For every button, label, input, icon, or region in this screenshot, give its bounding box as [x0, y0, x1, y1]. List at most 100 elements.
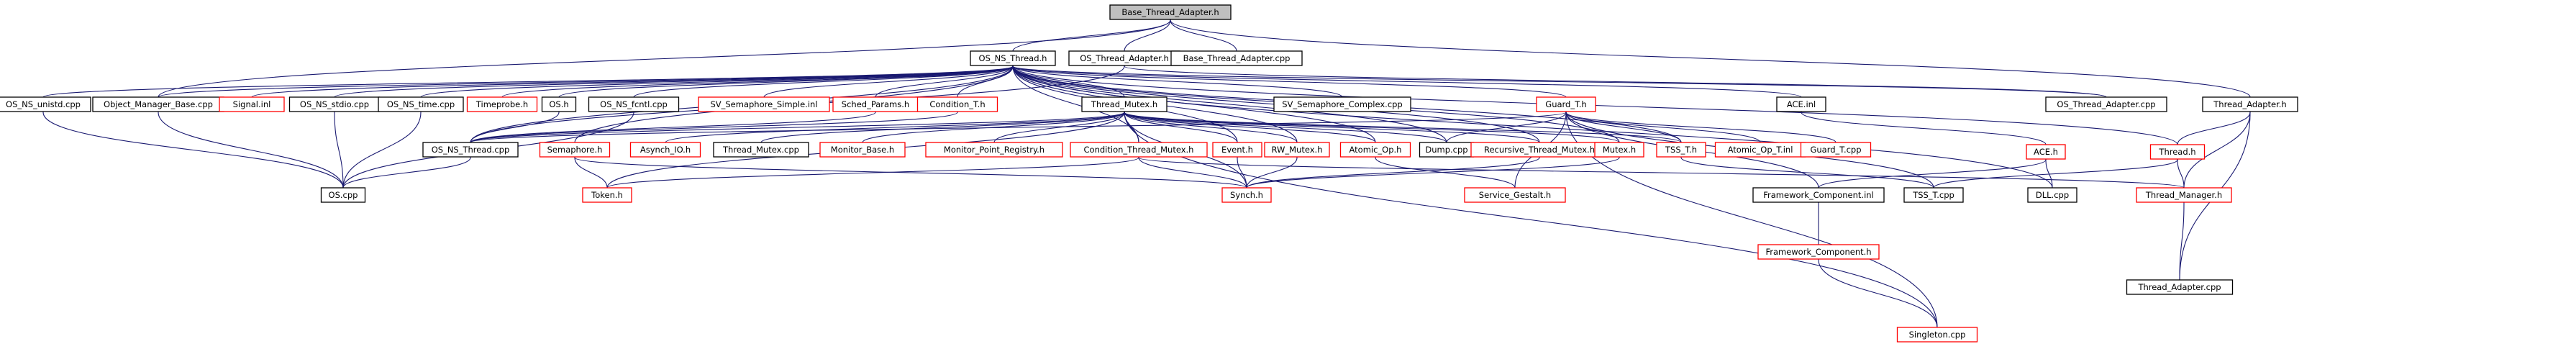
node-label: RW_Mutex.h	[1272, 145, 1323, 155]
edge-atomic_op_t_inl-to-guard_t_h	[1562, 106, 1761, 143]
node-ace-h[interactable]: ACE.h	[2026, 144, 2066, 160]
edge-base_thread_adapter_cpp-to-base_thread_adapter_h	[1167, 14, 1237, 52]
node-label: Guard_T.cpp	[1810, 145, 1861, 155]
node-label: Mutex.h	[1603, 145, 1636, 155]
edge-tss_t_cpp-to-thread_h	[1933, 153, 2181, 189]
node-os-thread-adapter-h[interactable]: OS_Thread_Adapter.h	[1068, 50, 1180, 66]
node-os-ns-stdio-cpp[interactable]: OS_NS_stdio.cpp	[288, 96, 381, 112]
node-service-gestalt-h[interactable]: Service_Gestalt.h	[1464, 187, 1566, 203]
node-semaphore-h[interactable]: Semaphore.h	[539, 142, 611, 158]
node-os-ns-fcntl-cpp[interactable]: OS_NS_fcntl.cpp	[588, 96, 680, 112]
node-box	[539, 142, 611, 158]
node-box	[1109, 4, 1232, 20]
edge-dump_cpp-to-guard_t_h	[1446, 106, 1570, 143]
node-os-ns-thread-cpp[interactable]: OS_NS_Thread.cpp	[422, 142, 519, 158]
node-label: Base_Thread_Adapter.h	[1121, 7, 1219, 17]
node-os-h[interactable]: OS.h	[541, 96, 577, 112]
node-label: DLL.cpp	[2036, 190, 2069, 200]
node-label: Asynch_IO.h	[640, 145, 691, 155]
node-condition-t-h[interactable]: Condition_T.h	[916, 96, 998, 112]
node-object-manager-base-cpp[interactable]: Object_Manager_Base.cpp	[92, 96, 224, 112]
node-box	[1221, 187, 1272, 203]
node-event-h[interactable]: Event.h	[1212, 142, 1262, 158]
node-monitor-point-registry-h[interactable]: Monitor_Point_Registry.h	[925, 142, 1063, 158]
node-os-ns-thread-h[interactable]: OS_NS_Thread.h	[970, 50, 1056, 66]
node-guard-t-h[interactable]: Guard_T.h	[1536, 96, 1596, 112]
node-box	[1081, 96, 1168, 112]
node-base-thread-adapter-cpp[interactable]: Base_Thread_Adapter.cpp	[1170, 50, 1303, 66]
node-box	[629, 142, 701, 158]
edge-tss_t_h-to-guard_t_h	[1562, 106, 1682, 143]
node-atomic-op-t-inl[interactable]: Atomic_Op_T.inl	[1714, 142, 1806, 158]
node-label: Atomic_Op_T.inl	[1728, 145, 1793, 155]
node-base-thread-adapter-h: Base_Thread_Adapter.h	[1109, 4, 1232, 20]
node-guard-t-cpp[interactable]: Guard_T.cpp	[1800, 142, 1872, 158]
node-monitor-base-h[interactable]: Monitor_Base.h	[819, 142, 906, 158]
node-thread-adapter-cpp[interactable]: Thread_Adapter.cpp	[2126, 279, 2234, 295]
node-framework-component-inl[interactable]: Framework_Component.inl	[1752, 187, 1885, 203]
node-recursive-thread-mutex-h[interactable]: Recursive_Thread_Mutex.h	[1470, 142, 1608, 158]
node-box	[1070, 142, 1208, 158]
node-box	[2045, 96, 2167, 112]
node-label: Token.h	[591, 190, 623, 200]
node-tss-t-cpp[interactable]: TSS_T.cpp	[1903, 187, 1964, 203]
node-thread-manager-h[interactable]: Thread_Manager.h	[2136, 187, 2232, 203]
node-ace-inl[interactable]: ACE.inl	[1776, 96, 1826, 112]
edge-ace_h-to-ace_inl	[1798, 106, 2047, 145]
node-sv-semaphore-complex-cpp[interactable]: SV_Semaphore_Complex.cpp	[1273, 96, 1411, 112]
node-os-ns-time-cpp[interactable]: OS_NS_time.cpp	[378, 96, 464, 112]
node-label: Framework_Component.inl	[1763, 190, 1874, 200]
node-token-h[interactable]: Token.h	[582, 187, 632, 203]
node-os-cpp[interactable]: OS.cpp	[320, 187, 366, 203]
node-label: ACE.inl	[1787, 99, 1816, 109]
node-box	[2026, 144, 2066, 160]
node-label: Timeprobe.h	[475, 99, 528, 109]
node-label: SV_Semaphore_Simple.inl	[710, 99, 817, 109]
node-box	[2027, 187, 2077, 203]
edge-os_thread_adapter_h-to-base_thread_adapter_h	[1124, 14, 1174, 52]
node-framework-component-h[interactable]: Framework_Component.h	[1757, 244, 1880, 260]
edge-signal_inl-to-os_ns_thread_h	[251, 60, 1016, 98]
node-box	[1903, 187, 1964, 203]
node-label: SV_Semaphore_Complex.cpp	[1282, 99, 1403, 109]
node-condition-thread-mutex-h[interactable]: Condition_Thread_Mutex.h	[1070, 142, 1208, 158]
node-asynch-io-h[interactable]: Asynch_IO.h	[629, 142, 701, 158]
edge-synch_h-to-mutex_h	[1246, 151, 1623, 189]
node-dll-cpp[interactable]: DLL.cpp	[2027, 187, 2077, 203]
edge-thread_manager_h-to-condition_thread_mutex_h	[1134, 151, 2185, 189]
edge-os_ns_fcntl_cpp-to-os_ns_thread_h	[633, 60, 1016, 98]
node-label: OS_NS_time.cpp	[387, 99, 455, 109]
node-label: Condition_Thread_Mutex.h	[1084, 145, 1194, 155]
node-atomic-op-h[interactable]: Atomic_Op.h	[1339, 142, 1411, 158]
node-os-thread-adapter-cpp[interactable]: OS_Thread_Adapter.cpp	[2045, 96, 2167, 112]
node-thread-h[interactable]: Thread.h	[2149, 144, 2206, 160]
node-dump-cpp[interactable]: Dump.cpp	[1419, 142, 1475, 158]
node-label: Thread.h	[2158, 147, 2195, 157]
node-sched-params-h[interactable]: Sched_Params.h	[832, 96, 919, 112]
node-label: Thread_Manager.h	[2145, 190, 2222, 200]
edge-sv_semaphore_complex_cpp-to-os_ns_thread_h	[1009, 60, 1343, 98]
node-label: TSS_T.h	[1665, 145, 1697, 155]
edge-os_thread_adapter_cpp-to-os_thread_adapter_h	[1121, 60, 2107, 98]
node-signal-inl[interactable]: Signal.inl	[219, 96, 285, 112]
node-singleton-cpp[interactable]: Singleton.cpp	[1896, 327, 1978, 343]
node-label: Thread_Mutex.cpp	[722, 145, 799, 155]
node-label: OS_NS_stdio.cpp	[300, 99, 369, 109]
node-thread-mutex-h[interactable]: Thread_Mutex.h	[1081, 96, 1168, 112]
node-thread-mutex-cpp[interactable]: Thread_Mutex.cpp	[713, 142, 809, 158]
node-label: OS_NS_unistd.cpp	[6, 99, 81, 109]
node-box	[588, 96, 680, 112]
node-box	[2126, 279, 2234, 295]
node-mutex-h[interactable]: Mutex.h	[1594, 142, 1644, 158]
node-sv-semaphore-simple-inl[interactable]: SV_Semaphore_Simple.inl	[698, 96, 830, 112]
node-synch-h[interactable]: Synch.h	[1221, 187, 1272, 203]
node-timeprobe-h[interactable]: Timeprobe.h	[466, 96, 538, 112]
node-os-ns-unistd-cpp[interactable]: OS_NS_unistd.cpp	[0, 96, 91, 112]
node-tss-t-h[interactable]: TSS_T.h	[1656, 142, 1706, 158]
node-rw-mutex-h[interactable]: RW_Mutex.h	[1264, 142, 1330, 158]
edge-os_ns_stdio_cpp-to-os_ns_thread_h	[334, 60, 1016, 98]
node-label: ACE.h	[2034, 147, 2058, 157]
node-box	[1339, 142, 1411, 158]
node-thread-adapter-h[interactable]: Thread_Adapter.h	[2202, 96, 2298, 112]
node-box	[1212, 142, 1262, 158]
